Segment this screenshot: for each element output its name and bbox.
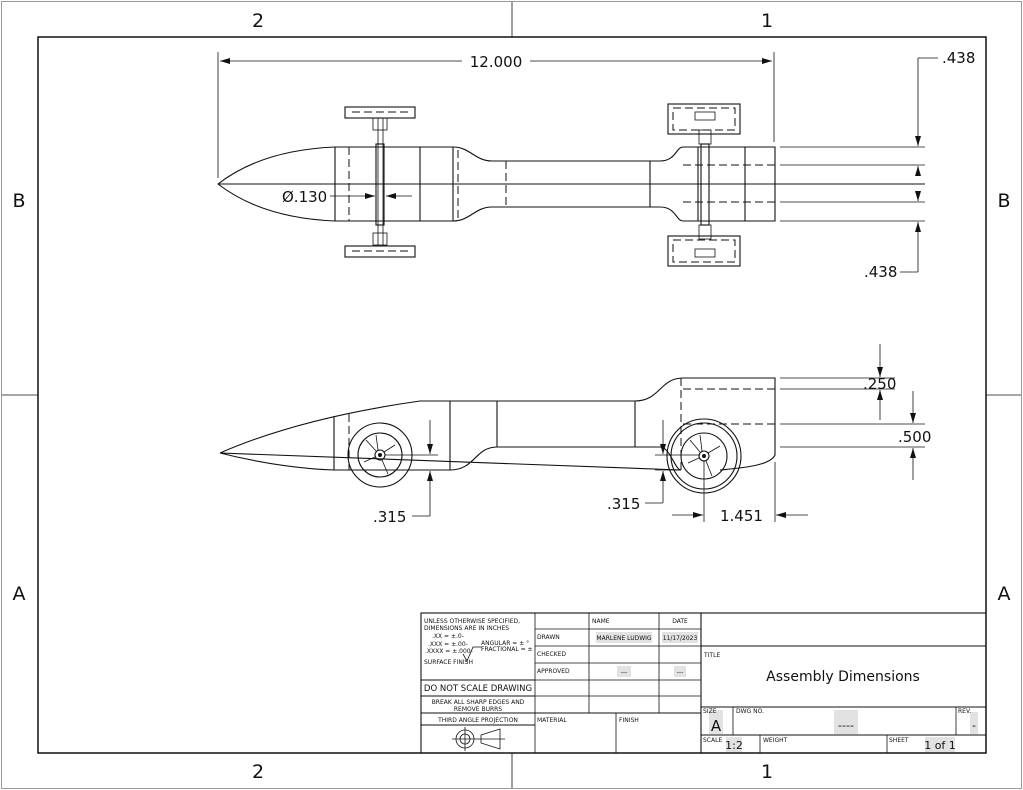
title-block-text: UNLESS OTHERWISE SPECIFIED, DIMENSIONS A… <box>424 618 976 752</box>
approved-date: --- <box>677 669 684 676</box>
zone-label-right-a: A <box>998 583 1011 605</box>
drawn-label: DRAWN <box>537 634 560 641</box>
zone-label-right-b: B <box>997 190 1010 212</box>
tolerance-xx: .XX = ±.0- <box>432 633 464 640</box>
tolerance-header-2: DIMENSIONS ARE IN INCHES <box>424 625 509 632</box>
checked-label: CHECKED <box>537 651 566 658</box>
front-axle <box>375 143 385 226</box>
dim-offset-bottom: .438 <box>864 263 897 281</box>
date-header: DATE <box>672 618 688 625</box>
sheet-size: A <box>711 717 722 735</box>
rear-wheel-right <box>667 235 741 267</box>
dim-rear-height: .500 <box>898 428 931 446</box>
approved-label: APPROVED <box>537 668 570 675</box>
name-header: NAME <box>592 618 610 625</box>
surface-finish-label: SURFACE FINISH <box>424 659 473 666</box>
dim-rear-axle-height: .315 <box>607 495 640 513</box>
top-view-dimensions <box>217 52 938 273</box>
dim-rear-step: .250 <box>863 375 896 393</box>
sheet-label: SHEET <box>889 737 909 744</box>
dim-overall-length: 12.000 <box>470 53 523 71</box>
surface-finish-icon <box>462 646 482 662</box>
side-view <box>219 377 925 494</box>
weight-label: WEIGHT <box>763 737 788 744</box>
dim-front-axle-height: .315 <box>373 508 406 526</box>
top-view <box>217 103 925 267</box>
dim-offset-top: .438 <box>942 49 975 67</box>
revision: - <box>972 719 976 732</box>
dwg-no-label: DWG NO. <box>736 708 764 715</box>
zone-label-bottom-1: 1 <box>761 761 773 783</box>
fractional-tolerance: FRACTIONAL = ± <box>481 646 533 653</box>
tolerance-xxx: .XXX = ±.00- <box>428 641 468 648</box>
approved-name: --- <box>621 669 628 676</box>
dwg-no: ---- <box>838 719 854 732</box>
sheet-number: 1 of 1 <box>924 739 956 752</box>
tolerance-header-1: UNLESS OTHERWISE SPECIFIED, <box>424 618 520 625</box>
scale-label: SCALE <box>703 737 722 744</box>
scale-value: 1:2 <box>725 739 743 752</box>
finish-label: FINISH <box>619 717 639 724</box>
front-wheel-left <box>344 106 416 119</box>
tolerance-xxxx: .XXXX = ±.000- <box>425 648 473 655</box>
zone-label-left-a: A <box>13 583 26 605</box>
rear-wheel-left <box>667 103 741 135</box>
third-angle-projection-icon <box>452 727 505 751</box>
zone-label-left-b: B <box>12 190 25 212</box>
drawn-name: MARLENE LUDWIG <box>596 635 652 642</box>
dim-rear-overhang: 1.451 <box>720 507 763 525</box>
break-edges-line-2: REMOVE BURRS <box>454 706 502 713</box>
drawing-title: Assembly Dimensions <box>766 669 920 685</box>
zone-label-top-1: 1 <box>761 10 773 32</box>
drawn-date: 11/17/2023 <box>663 635 698 642</box>
size-label: SIZE <box>703 708 717 715</box>
angular-tolerance: ANGULAR = ± ° <box>481 640 529 647</box>
title-label: TITLE <box>703 652 720 659</box>
material-label: MATERIAL <box>537 717 567 724</box>
break-edges-line-1: BREAK ALL SHARP EDGES AND <box>432 699 525 706</box>
do-not-scale-label: DO NOT SCALE DRAWING <box>424 684 532 694</box>
zone-label-bottom-2: 2 <box>252 761 264 783</box>
title-block <box>420 612 987 754</box>
side-view-dimensions <box>385 344 916 522</box>
rev-label: REV. <box>958 708 971 715</box>
zone-label-top-2: 2 <box>252 10 264 32</box>
front-wheel-right <box>344 245 416 258</box>
projection-label: THIRD ANGLE PROJECTION <box>437 717 518 724</box>
front-wheel-side <box>347 422 413 488</box>
dim-axle-diameter: Ø.130 <box>282 188 327 206</box>
